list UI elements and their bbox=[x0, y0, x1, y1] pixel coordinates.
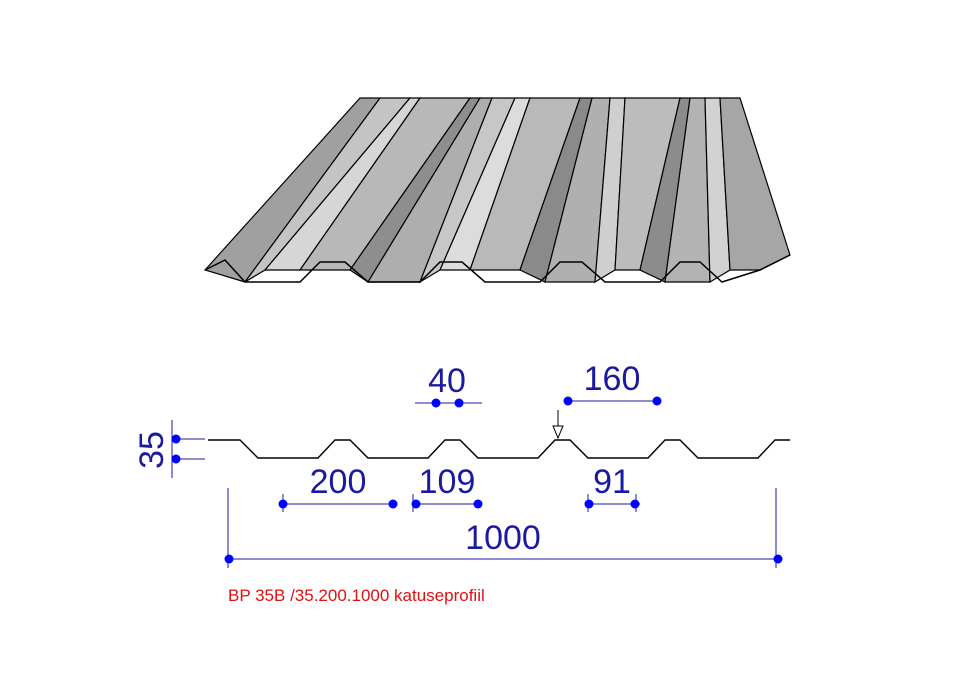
cover-width-label: 1000 bbox=[465, 519, 541, 557]
rib-width-label: 91 bbox=[593, 463, 631, 501]
valley-dimension: 200 bbox=[278, 463, 398, 512]
crest-label: 109 bbox=[419, 463, 476, 501]
cover-width-dimension: 1000 bbox=[224, 488, 783, 568]
profile-section bbox=[208, 439, 790, 459]
rib-pitch-dimension: 160 bbox=[563, 360, 662, 406]
sheet-3d-view bbox=[203, 97, 791, 284]
valley-label: 200 bbox=[310, 463, 367, 501]
top-flange-label: 40 bbox=[428, 362, 466, 400]
crest-dimension: 109 bbox=[411, 463, 483, 512]
sheet-front-edge bbox=[204, 254, 791, 283]
top-flange-dimension: 40 bbox=[415, 362, 482, 408]
section-arrow-icon bbox=[552, 410, 564, 440]
rib-pitch-label: 160 bbox=[584, 360, 641, 398]
height-dimension: 35 bbox=[133, 420, 205, 478]
sheet-face bbox=[719, 97, 791, 271]
profile-caption: BP 35B /35.200.1000 katuseprofiil bbox=[228, 586, 485, 605]
height-label: 35 bbox=[133, 431, 171, 469]
rib-width-dimension: 91 bbox=[584, 463, 640, 512]
